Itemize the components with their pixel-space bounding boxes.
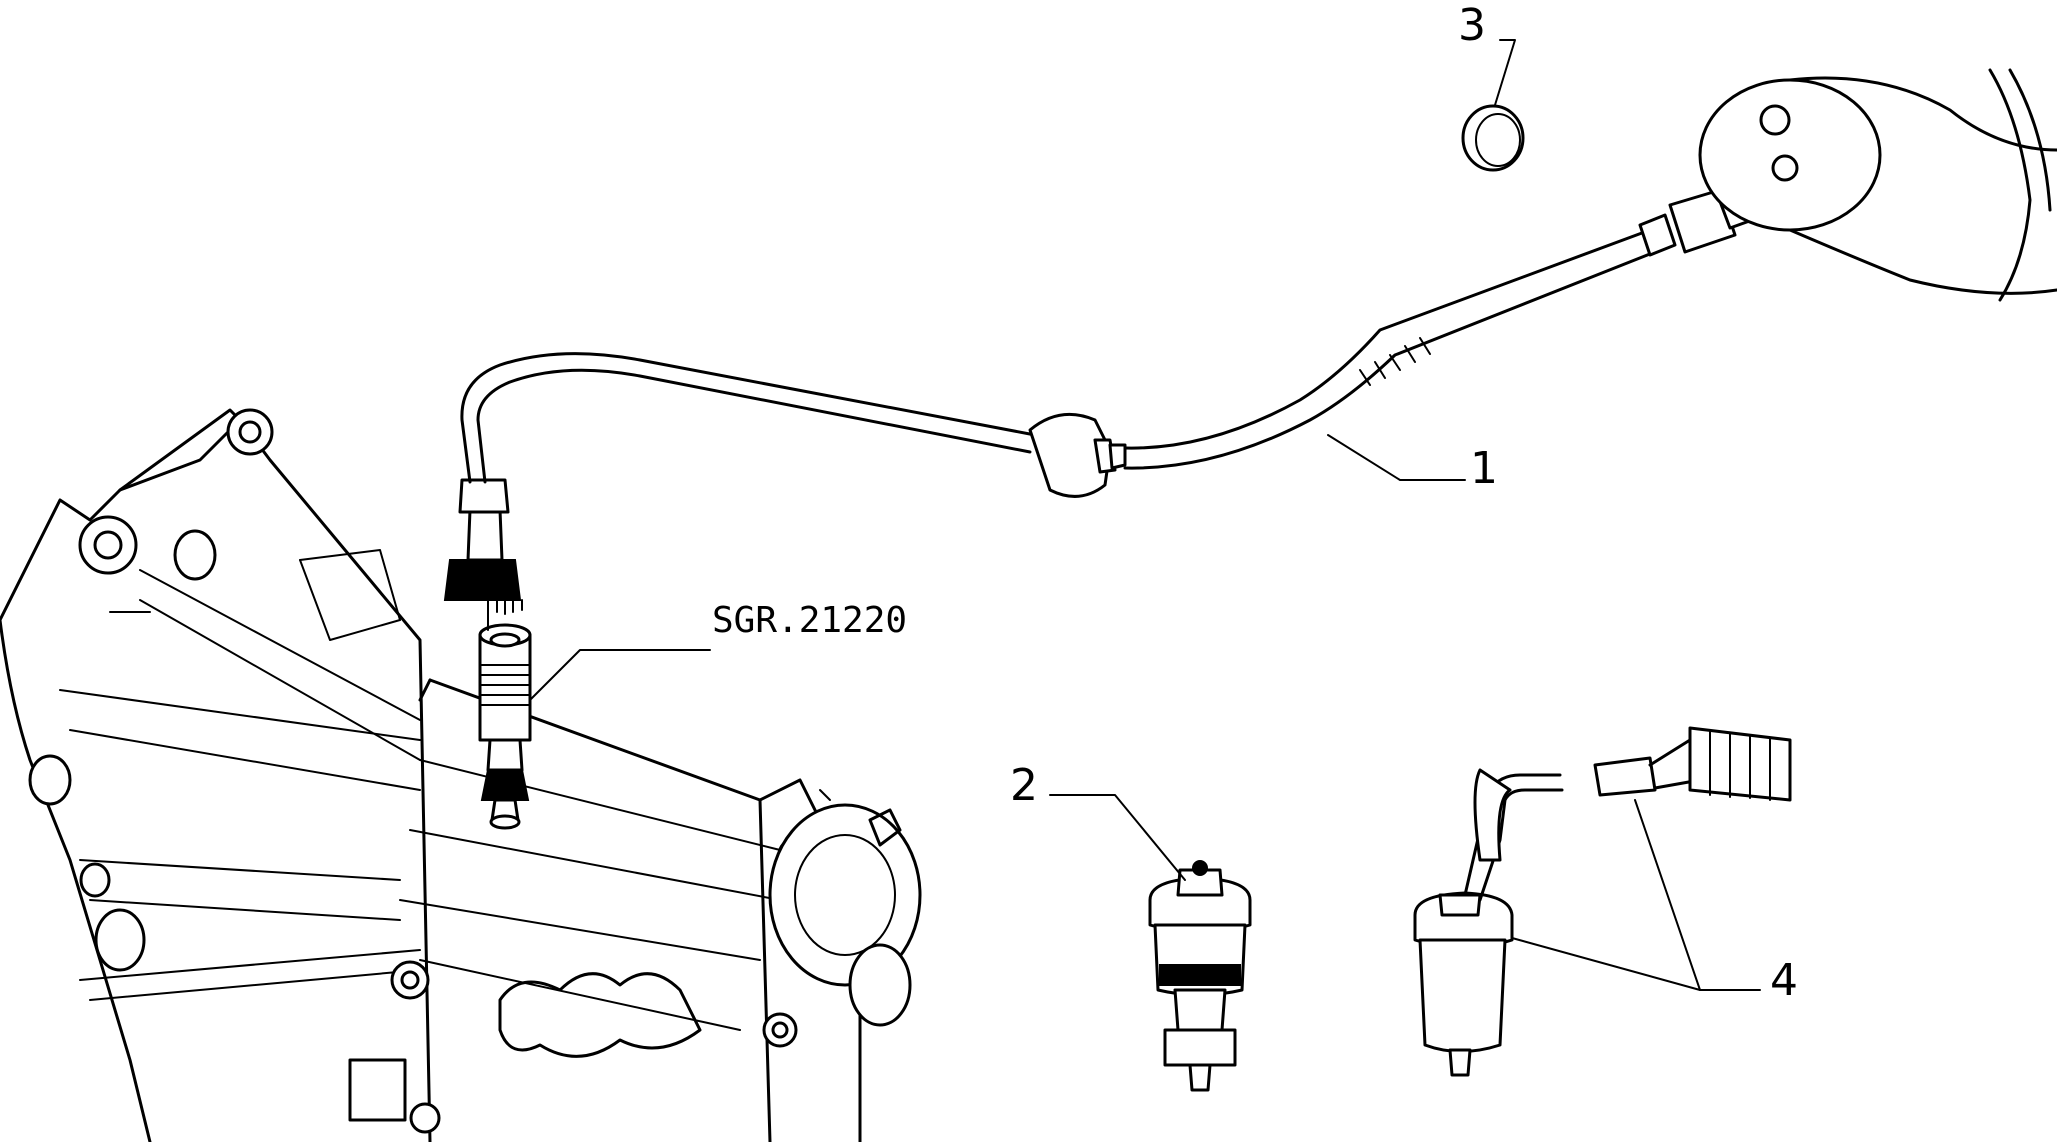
- reference-label: SGR.21220: [712, 600, 907, 641]
- callout-3: 3: [1458, 0, 1486, 51]
- speedometer-cable: [443, 152, 1814, 631]
- drive-pinion: [478, 591, 532, 830]
- callout-1: 1: [1470, 443, 1498, 494]
- speed-sensor: [1148, 860, 1252, 1092]
- leader-lines: [529, 39, 1761, 991]
- instrument-housing: [1698, 68, 2057, 302]
- callout-2: 2: [1010, 760, 1038, 811]
- wired-sensor: [1413, 726, 1792, 1077]
- plug-cap: [1461, 104, 1525, 172]
- gearbox-housing: [0, 408, 922, 1142]
- callout-4: 4: [1770, 955, 1798, 1006]
